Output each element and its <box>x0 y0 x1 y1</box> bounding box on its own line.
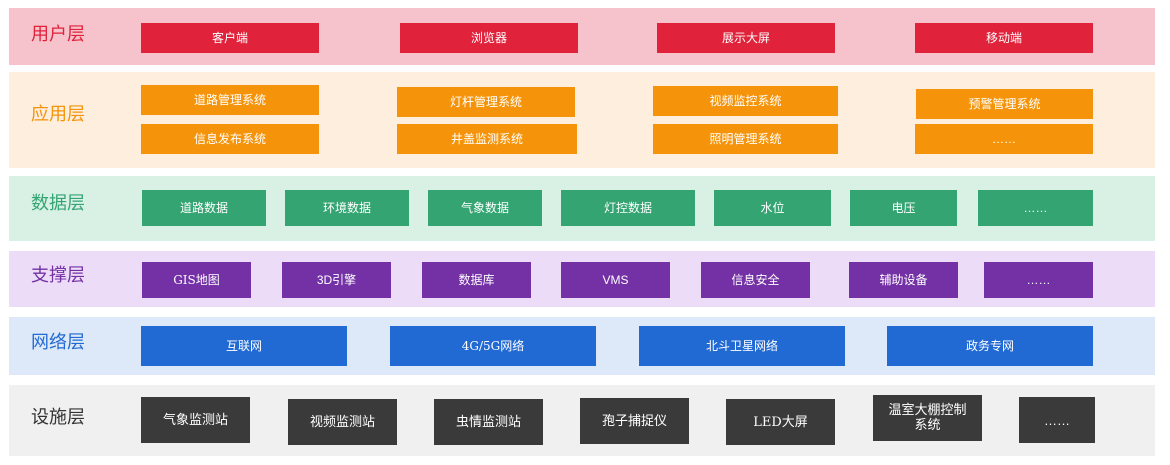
data-layer-title: 数据层 <box>31 193 85 214</box>
app-item-more: …… <box>915 124 1093 154</box>
user-item-browser: 浏览器 <box>400 23 578 53</box>
app-item-manhole-monitor: 井盖监测系统 <box>397 124 577 154</box>
support-item-gis-map: GIS地图 <box>142 262 251 298</box>
data-item-environment: 环境数据 <box>285 190 409 226</box>
data-item-more: …… <box>978 190 1093 226</box>
device-item-more: …… <box>1019 397 1095 443</box>
device-layer: 设施层 气象监测站 视频监测站 虫情监测站 孢子捕捉仪 LED大屏 温室大棚控制… <box>9 385 1155 456</box>
device-item-video-station: 视频监测站 <box>288 399 397 445</box>
user-layer: 用户层 客户端 浏览器 展示大屏 移动端 <box>9 8 1155 65</box>
network-item-internet: 互联网 <box>141 326 347 366</box>
device-item-greenhouse-control: 温室大棚控制系统 <box>873 395 982 441</box>
network-layer-title: 网络层 <box>31 332 85 353</box>
support-item-3d-engine: 3D引擎 <box>282 262 391 298</box>
support-item-more: …… <box>984 262 1093 298</box>
app-item-warning-mgmt: 预警管理系统 <box>916 89 1093 119</box>
app-item-road-mgmt: 道路管理系统 <box>141 85 319 115</box>
device-item-weather-station: 气象监测站 <box>141 397 250 443</box>
app-item-video-monitor: 视频监控系统 <box>653 86 838 116</box>
user-item-mobile: 移动端 <box>915 23 1093 53</box>
app-item-pole-mgmt: 灯杆管理系统 <box>397 87 575 117</box>
data-item-water-level: 水位 <box>714 190 831 226</box>
support-item-info-security: 信息安全 <box>701 262 810 298</box>
device-item-pest-station: 虫情监测站 <box>434 399 543 445</box>
support-layer-title: 支撑层 <box>31 265 85 286</box>
network-layer: 网络层 互联网 4G/5G网络 北斗卫星网络 政务专网 <box>9 317 1155 375</box>
data-item-road: 道路数据 <box>142 190 266 226</box>
support-item-aux-equipment: 辅助设备 <box>849 262 958 298</box>
app-layer: 应用层 道路管理系统 灯杆管理系统 视频监控系统 预警管理系统 信息发布系统 井… <box>9 72 1155 168</box>
support-layer: 支撑层 GIS地图 3D引擎 数据库 VMS 信息安全 辅助设备 …… <box>9 251 1155 307</box>
network-item-4g5g: 4G/5G网络 <box>390 326 596 366</box>
network-item-gov-network: 政务专网 <box>887 326 1093 366</box>
data-layer: 数据层 道路数据 环境数据 气象数据 灯控数据 水位 电压 …… <box>9 176 1155 241</box>
device-item-spore-trap: 孢子捕捉仪 <box>580 398 689 444</box>
app-layer-title: 应用层 <box>31 104 85 125</box>
support-item-database: 数据库 <box>422 262 531 298</box>
app-item-lighting-mgmt: 照明管理系统 <box>653 124 838 154</box>
network-item-beidou: 北斗卫星网络 <box>639 326 845 366</box>
device-item-led-screen: LED大屏 <box>726 399 835 445</box>
data-item-weather: 气象数据 <box>428 190 542 226</box>
device-layer-title: 设施层 <box>31 407 85 428</box>
support-item-vms: VMS <box>561 262 670 298</box>
user-item-big-screen: 展示大屏 <box>657 23 835 53</box>
user-item-client: 客户端 <box>141 23 319 53</box>
data-item-voltage: 电压 <box>850 190 957 226</box>
user-layer-title: 用户层 <box>31 24 85 45</box>
data-item-light-control: 灯控数据 <box>561 190 695 226</box>
app-item-info-publish: 信息发布系统 <box>141 124 319 154</box>
